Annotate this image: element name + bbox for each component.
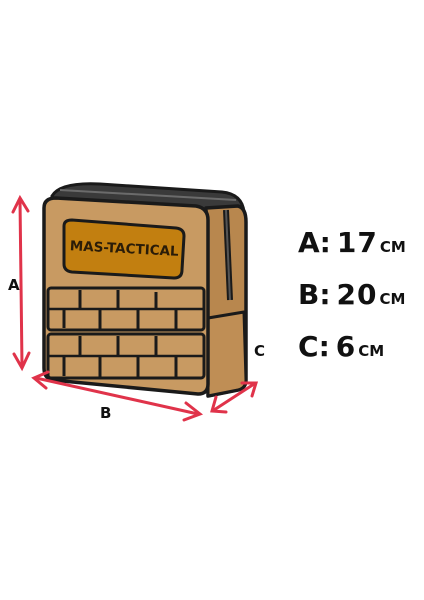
molle-webbing xyxy=(46,286,206,380)
spec-row-c: C: 6 CM xyxy=(298,330,420,382)
pouch-side-panel xyxy=(204,204,248,398)
spec-value: 17 xyxy=(336,226,378,259)
dimension-b-arrow xyxy=(31,370,204,422)
spec-row-a: A: 17 CM xyxy=(298,226,420,278)
brand-patch: MAS-TACTICAL xyxy=(62,218,186,280)
dimension-spec-list: A: 17 CM B: 20 CM C: 6 CM xyxy=(298,226,420,382)
spec-key: C xyxy=(298,330,319,363)
dimension-a-label: A xyxy=(8,276,20,294)
dimension-a-arrow xyxy=(11,194,31,372)
spec-unit: CM xyxy=(379,238,406,256)
spec-value: 20 xyxy=(336,278,378,311)
dimension-c-label: C xyxy=(254,342,265,360)
spec-colon: : xyxy=(319,226,331,259)
dimension-b-label: B xyxy=(100,404,111,422)
spec-key: A xyxy=(298,226,320,259)
spec-value: 6 xyxy=(335,330,357,363)
spec-key: B xyxy=(298,278,320,311)
spec-row-b: B: 20 CM xyxy=(298,278,420,330)
dimension-c-arrow xyxy=(210,381,259,414)
spec-colon: : xyxy=(318,330,330,363)
spec-colon: : xyxy=(319,278,331,311)
brand-patch-label: MAS-TACTICAL xyxy=(69,238,179,260)
spec-unit: CM xyxy=(358,342,385,360)
spec-unit: CM xyxy=(379,290,406,308)
